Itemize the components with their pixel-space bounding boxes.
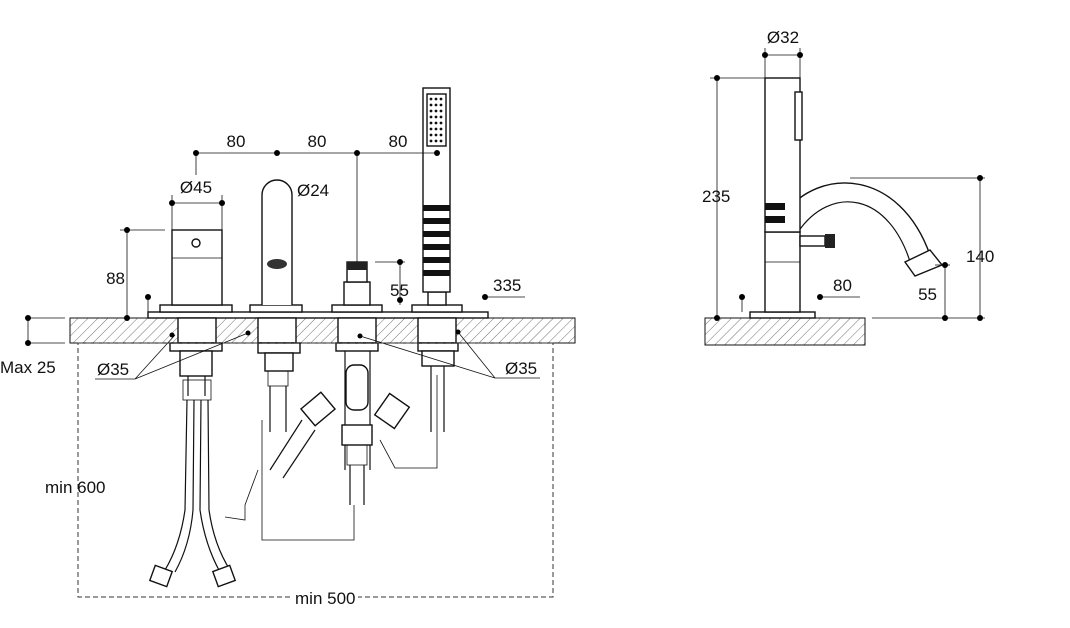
front-view: 80 80 80 Ø45 Ø24 88 55 335 Ø35 Ø35 Max 2… — [0, 87, 576, 608]
spout — [249, 179, 303, 432]
spacing-label-1: 80 — [227, 132, 246, 151]
mixer-body — [148, 229, 237, 588]
side-dimension-lines — [710, 48, 985, 321]
hole-diameter-left-label: Ø35 — [97, 360, 129, 379]
mounting-plate — [147, 311, 489, 319]
countertop-section — [69, 317, 576, 344]
deck-holes — [177, 317, 457, 344]
total-height-label: 235 — [702, 187, 730, 206]
mixer-height-label: 88 — [106, 269, 125, 288]
spout-height-label: 140 — [966, 247, 994, 266]
side-mixer-body — [764, 231, 801, 313]
diverter — [224, 261, 438, 541]
handshower — [411, 87, 463, 432]
countertop-section-side — [704, 317, 866, 346]
handshower-diameter-label: Ø32 — [767, 28, 799, 47]
diverter-height-label: 55 — [390, 281, 409, 300]
hole-diameter-right-label: Ø35 — [505, 359, 537, 378]
spout-diameter-label: Ø24 — [297, 181, 329, 200]
spacing-label-2: 80 — [308, 132, 327, 151]
front-view-labels: 80 80 80 Ø45 Ø24 88 55 335 Ø35 Ø35 Max 2… — [0, 132, 537, 608]
dimension-lines — [25, 150, 554, 598]
handshower-offset-label: 335 — [493, 276, 521, 295]
min-width-label: min 500 — [295, 589, 355, 608]
side-view: Ø32 235 140 80 55 — [702, 28, 994, 346]
min-depth-label: min 600 — [45, 478, 105, 497]
spout-reach-label: 80 — [833, 276, 852, 295]
mixer-diameter-label: Ø45 — [180, 178, 212, 197]
spout-outlet-height-label: 55 — [918, 285, 937, 304]
spacing-label-3: 80 — [389, 132, 408, 151]
side-view-labels: Ø32 235 140 80 55 — [702, 28, 994, 304]
max-deck-thickness-label: Max 25 — [0, 358, 56, 377]
